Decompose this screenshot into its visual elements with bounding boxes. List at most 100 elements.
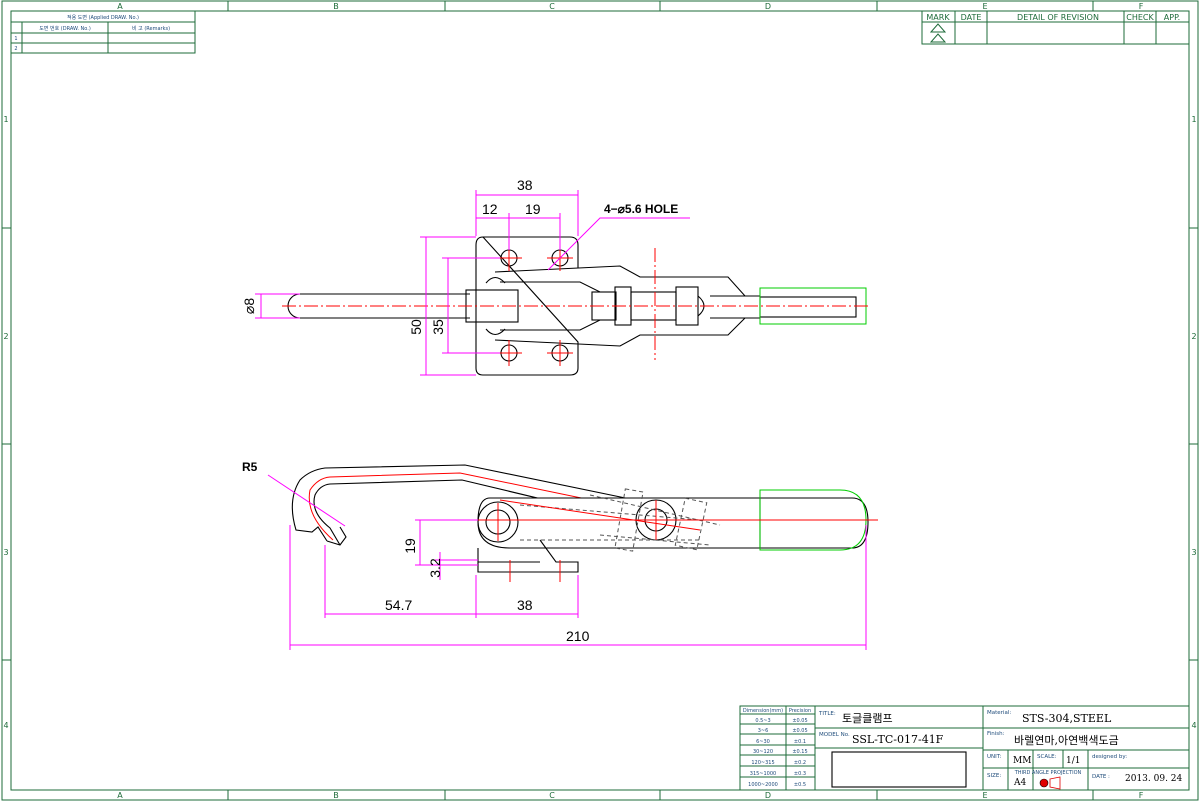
zone-label-top: F <box>1139 2 1144 11</box>
zone-label-side: 4 <box>3 721 8 730</box>
applied-drawing-col-remarks: 비 고 (Remarks) <box>132 25 170 32</box>
revision-col-detail: DETAIL OF REVISION <box>1017 13 1099 22</box>
hole-note: 4−⌀5.6 HOLE <box>604 202 678 216</box>
designed-label: designed by: <box>1092 754 1127 760</box>
finish-value: 바렐연마,아연백색도금 <box>1014 734 1119 747</box>
tolerance-header: Dimension(mm) <box>743 708 783 714</box>
base-foot <box>477 539 579 573</box>
tolerance-range: 30~120 <box>753 749 773 755</box>
revision-col-date: DATE <box>961 13 982 22</box>
hook-arm-inner <box>313 479 601 546</box>
third-angle-projection-icon <box>1039 776 1061 790</box>
tolerance-range: 0.5~3 <box>755 718 770 724</box>
tolerance-range: 1000~2000 <box>748 782 778 788</box>
unit-value: MM <box>1013 756 1031 766</box>
tolerance-value: ±0.5 <box>794 782 806 788</box>
base-plate-outline <box>475 236 579 376</box>
tolerance-table: Dimension(mm) Precision 0.5~3 ±0.05 3~6 … <box>739 705 816 791</box>
hook-centerline <box>308 472 621 541</box>
dim-label: 38 <box>517 597 533 613</box>
revision-col-check: CHECK <box>1126 13 1154 22</box>
zone-label-side: 3 <box>1191 548 1196 557</box>
zone-label-top: B <box>333 2 339 11</box>
tolerance-range: 120~315 <box>751 760 774 766</box>
revision-table: MARK DATE DETAIL OF REVISION CHECK APP. <box>921 10 1190 45</box>
hook-arm-outer <box>291 464 636 542</box>
zone-label-bottom: B <box>333 791 339 800</box>
handle-rod <box>759 296 857 318</box>
radius-leader <box>267 474 346 527</box>
applied-drawing-title: 적용 도면 (Applied DRAW. No.) <box>67 14 139 21</box>
handle-body-outline <box>494 265 760 347</box>
title-value: 토글클램프 <box>842 712 893 725</box>
zone-label-top: E <box>982 2 987 11</box>
zone-label-side: 4 <box>1191 721 1196 730</box>
applied-drawing-table: 적용 도면 (Applied DRAW. No.) 도면 번호 (DRAW. N… <box>10 10 196 54</box>
material-label: Material: <box>987 710 1011 716</box>
zone-label-bottom: D <box>765 791 771 800</box>
zone-label-side: 2 <box>1191 332 1196 341</box>
zone-label-top: C <box>549 2 555 11</box>
tolerance-range: 315~1000 <box>750 771 776 777</box>
finish-label: Finish: <box>987 731 1005 737</box>
title-block-empty-box <box>831 751 967 788</box>
date-value: 2013. 09. 24 <box>1125 774 1183 784</box>
date-label: DATE : <box>1092 774 1110 780</box>
tolerance-header: Precision <box>789 708 811 714</box>
dim-label: 3.2 <box>427 558 443 578</box>
revision-triangle-icon <box>929 33 947 43</box>
top-view: 38 12 19 4−⌀5.6 HOLE ⌀8 50 35 <box>241 177 870 376</box>
scale-label: SCALE: <box>1037 754 1057 760</box>
tolerance-value: ±0.05 <box>792 728 807 734</box>
tolerance-value: ±0.1 <box>794 739 806 745</box>
side-view: R5 19 3.2 54.7 38 210 <box>242 460 878 650</box>
tolerance-value: ±0.2 <box>794 760 806 766</box>
zone-label-side: 3 <box>3 548 8 557</box>
applied-drawing-col-no: 도면 번호 (DRAW. No.) <box>39 25 91 32</box>
applied-drawing-row-no: 1 <box>14 36 17 42</box>
revision-col-app: APP. <box>1164 13 1180 22</box>
dim-label: 54.7 <box>385 597 412 613</box>
zone-label-side: 2 <box>3 332 8 341</box>
size-value: A4 <box>1013 778 1026 788</box>
zone-labels: A B C D E F A B C D E F 1 2 3 4 1 2 3 4 <box>3 2 1196 800</box>
dim-label: 35 <box>430 319 446 335</box>
zone-label-side: 1 <box>3 115 8 124</box>
dim-label: R5 <box>242 460 258 474</box>
dim-label: 50 <box>408 319 424 335</box>
projection-label: THIRD ANGLE PROJECTION <box>1014 770 1082 776</box>
unit-label: UNIT: <box>987 754 1002 760</box>
hole-leader <box>547 217 690 271</box>
applied-drawing-row-no: 2 <box>14 46 17 52</box>
model-label: MODEL No. <box>819 732 850 738</box>
zone-label-bottom: E <box>982 791 987 800</box>
zone-label-bottom: A <box>117 791 123 800</box>
tolerance-range: 6~30 <box>756 739 770 745</box>
title-block: TITLE: 토글클램프 MODEL No. SSL-TC-017-41F Ma… <box>814 705 1190 791</box>
model-value: SSL-TC-017-41F <box>852 733 944 746</box>
tolerance-value: ±0.3 <box>794 771 806 777</box>
scale-value: 1/1 <box>1066 756 1080 766</box>
material-value: STS-304,STEEL <box>1022 712 1112 725</box>
revision-col-mark: MARK <box>926 13 950 22</box>
zone-label-top: D <box>765 2 771 11</box>
zone-label-bottom: F <box>1139 791 1144 800</box>
title-label: TITLE: <box>818 711 836 717</box>
size-label: SIZE: <box>987 773 1001 779</box>
dim-label: 12 <box>482 201 498 217</box>
revision-triangle-icon <box>929 23 947 33</box>
dim-label: 38 <box>517 177 533 193</box>
tolerance-range: 3~6 <box>758 728 769 734</box>
tolerance-value: ±0.05 <box>792 718 807 724</box>
dim-label: 210 <box>566 628 590 644</box>
zone-label-bottom: C <box>549 791 555 800</box>
dim-label: 19 <box>525 201 541 217</box>
nut <box>675 286 699 326</box>
tolerance-value: ±0.15 <box>792 749 807 755</box>
dim-label: 19 <box>402 538 418 554</box>
dim-label: ⌀8 <box>241 298 257 314</box>
zone-label-top: A <box>117 2 123 11</box>
zone-label-side: 1 <box>1191 115 1196 124</box>
